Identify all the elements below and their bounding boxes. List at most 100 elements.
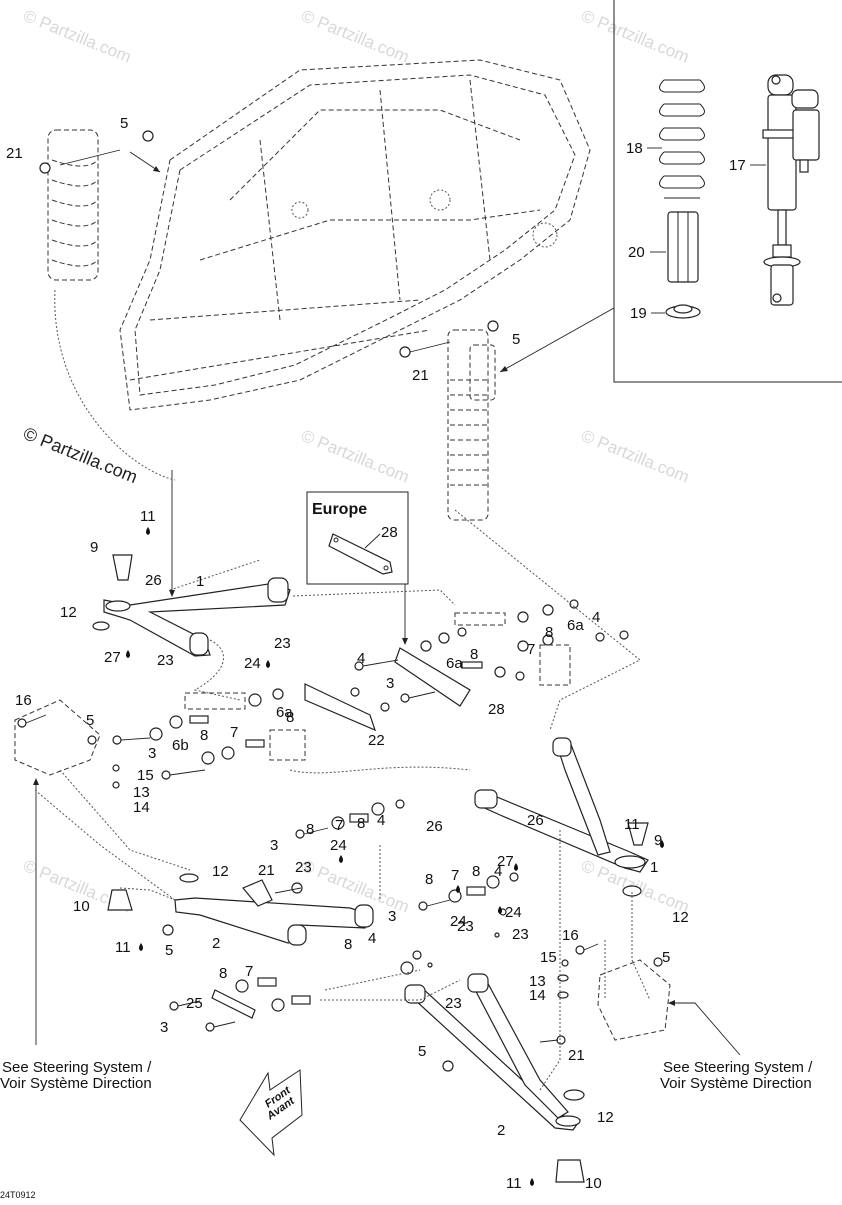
watermark: © Partzilla.com (579, 6, 692, 67)
bump-sleeve (667, 211, 699, 283)
front-direction-arrow: Front Avant (239, 1069, 303, 1157)
ball-joint-lower-left (107, 889, 133, 911)
steering-notes: See Steering System / Voir Système Direc… (0, 1059, 813, 1092)
callout-label: 6a (446, 655, 463, 672)
callout-label: 9 (654, 832, 662, 849)
grease-icons (126, 527, 664, 1186)
watermark: © Partzilla.com (299, 6, 412, 67)
callout-label: 27 (104, 649, 121, 666)
callout-label: 24 (450, 913, 467, 930)
callout-label: 14 (133, 799, 150, 816)
callout-label: 3 (388, 908, 396, 925)
callout-label: 15 (540, 949, 557, 966)
callout-label: 2 (497, 1122, 505, 1139)
callout-label: 17 (729, 157, 746, 174)
callout-label: 21 (568, 1047, 585, 1064)
ball-joint-lower-right (555, 1159, 585, 1183)
callout-label: 12 (597, 1109, 614, 1126)
callout-label: 22 (368, 732, 385, 749)
callout-label: 23 (445, 995, 462, 1012)
callout-label: 27 (497, 853, 514, 870)
grease-drop-icon (660, 840, 664, 848)
grease-drop-icon (146, 527, 150, 535)
callout-label: 7 (245, 963, 253, 980)
callout-label: 11 (624, 816, 640, 833)
callout-label: 11 (115, 939, 131, 956)
callout-label: 25 (186, 995, 203, 1012)
callout-label: 3 (148, 745, 156, 762)
callout-label: 6b (172, 737, 189, 754)
callout-label: 8 (219, 965, 227, 982)
grease-drop-icon (530, 1178, 534, 1186)
callout-label: 7 (527, 641, 535, 658)
callout-label: 7 (335, 817, 343, 834)
callout-label: 5 (662, 949, 670, 966)
callout-label: 13 (529, 973, 546, 990)
callout-label: 21 (412, 367, 429, 384)
callout-label: 24 (505, 904, 522, 921)
grease-drop-icon (126, 650, 130, 658)
callout-label: 5 (120, 115, 128, 132)
steering-note-right-line2: Voir Système Direction (660, 1075, 812, 1092)
callout-label: 5 (418, 1043, 426, 1060)
callout-label: 26 (145, 572, 162, 589)
callout-label: 14 (529, 987, 546, 1004)
callout-label: 4 (368, 930, 376, 947)
lower-a-arm-right (404, 973, 585, 1183)
callout-label: 8 (357, 815, 365, 832)
callout-label: 3 (160, 1019, 168, 1036)
callout-label: 4 (357, 650, 365, 667)
watermark: © Partzilla.com (579, 426, 692, 487)
callout-label: 23 (157, 652, 174, 669)
callout-label: 8 (306, 821, 314, 838)
callout-label: 7 (230, 724, 238, 741)
callout-label: 8 (472, 863, 480, 880)
steering-knuckle-left (14, 699, 101, 1045)
callout-label: 4 (494, 863, 502, 880)
callout-label: 23 (512, 926, 529, 943)
callout-label: 23 (295, 859, 312, 876)
upper-a-arm-left (54, 289, 291, 657)
callout-label: 2 (212, 935, 220, 952)
bracket-28 (394, 647, 471, 707)
callout-label: 3 (386, 675, 394, 692)
shock-inset: 18 17 20 19 (499, 0, 842, 383)
callout-label: 12 (672, 909, 689, 926)
callout-label: 11 (140, 508, 156, 525)
link-25 (211, 989, 256, 1019)
spring-assy (454, 612, 506, 626)
grease-drop-icon (456, 885, 460, 893)
rear-shock-left (39, 129, 161, 281)
steering-note-left-line2: Voir Système Direction (0, 1075, 152, 1092)
callout-label: 7 (451, 867, 459, 884)
callout-label: 18 (626, 140, 643, 157)
shock-center (399, 320, 499, 521)
drawing-code: 24T0912 (0, 1190, 36, 1200)
shock-absorber (762, 74, 820, 306)
grease-drop-icon (339, 855, 343, 863)
steering-note-right-line1: See Steering System / (663, 1059, 813, 1076)
europe-inset: Europe 28 (306, 491, 409, 645)
guide-lines (34, 509, 651, 1091)
callout-label: 21 (258, 862, 275, 879)
lower-a-arm-left (107, 873, 374, 946)
callout-label: 3 (270, 837, 278, 854)
callout-label: 5 (165, 942, 173, 959)
callout-label: 4 (377, 812, 385, 829)
watermark: © Partzilla.com (21, 6, 134, 67)
callout-label: 24 (244, 655, 261, 672)
spring (659, 79, 705, 199)
callout-label: 28 (381, 524, 398, 541)
ball-joint-top-left (112, 554, 133, 581)
callout-label: 1 (196, 573, 204, 590)
spring-assy-lower (539, 644, 571, 686)
vehicle-frame (119, 59, 591, 411)
upper-a-arm-right (474, 737, 649, 897)
callout-label: 26 (527, 812, 544, 829)
grease-drop-icon (139, 943, 143, 951)
watermark-prominent: © Partzilla.com (21, 423, 141, 487)
callout-label: 26 (426, 818, 443, 835)
callout-label: 1 (650, 859, 658, 876)
